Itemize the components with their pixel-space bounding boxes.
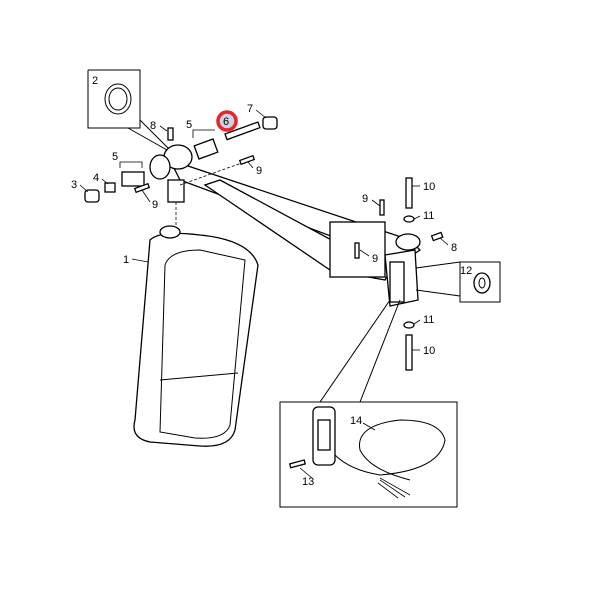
callout-3[interactable]: 3 bbox=[71, 179, 77, 191]
callout-13[interactable]: 13 bbox=[302, 476, 314, 488]
callout-9-arm[interactable]: 9 bbox=[256, 165, 262, 177]
callout-5-left[interactable]: 5 bbox=[112, 151, 118, 163]
mirror-arm bbox=[149, 144, 422, 281]
callout-1[interactable]: 1 bbox=[123, 254, 129, 266]
callout-8-bracket[interactable]: 8 bbox=[451, 242, 457, 254]
o-ring-inset bbox=[87, 69, 171, 151]
callout-7[interactable]: 7 bbox=[247, 103, 253, 115]
highlight-ring bbox=[216, 110, 238, 132]
leader-lines bbox=[79, 109, 449, 479]
callout-9-left[interactable]: 9 bbox=[152, 199, 158, 211]
callout-9-bracket-mid[interactable]: 9 bbox=[372, 253, 378, 265]
bracket-bolts bbox=[354, 177, 444, 371]
mounting-bracket bbox=[384, 249, 501, 307]
callout-9-bracket-top[interactable]: 9 bbox=[362, 193, 368, 205]
callout-11-bottom[interactable]: 11 bbox=[423, 314, 434, 326]
callout-8-top[interactable]: 8 bbox=[150, 120, 156, 132]
callout-14[interactable]: 14 bbox=[350, 415, 362, 427]
callout-12[interactable]: 12 bbox=[460, 265, 472, 277]
callout-5-right[interactable]: 5 bbox=[186, 119, 192, 131]
highlighted-callout-6[interactable]: 6 bbox=[216, 110, 238, 132]
callout-10-top[interactable]: 10 bbox=[423, 181, 435, 193]
callout-2[interactable]: 2 bbox=[92, 75, 98, 87]
callout-6[interactable]: 6 bbox=[223, 116, 229, 128]
callout-11-top[interactable]: 11 bbox=[423, 210, 434, 222]
callout-labels: 1 2 3 4 5 5 6 7 8 9 9 9 9 10 10 11 11 8 … bbox=[71, 75, 472, 488]
small-parts bbox=[84, 116, 278, 203]
lamp-inset bbox=[279, 299, 458, 508]
callout-4[interactable]: 4 bbox=[93, 172, 99, 184]
mirror-head bbox=[133, 225, 259, 447]
callout-10-bottom[interactable]: 10 bbox=[423, 345, 435, 357]
